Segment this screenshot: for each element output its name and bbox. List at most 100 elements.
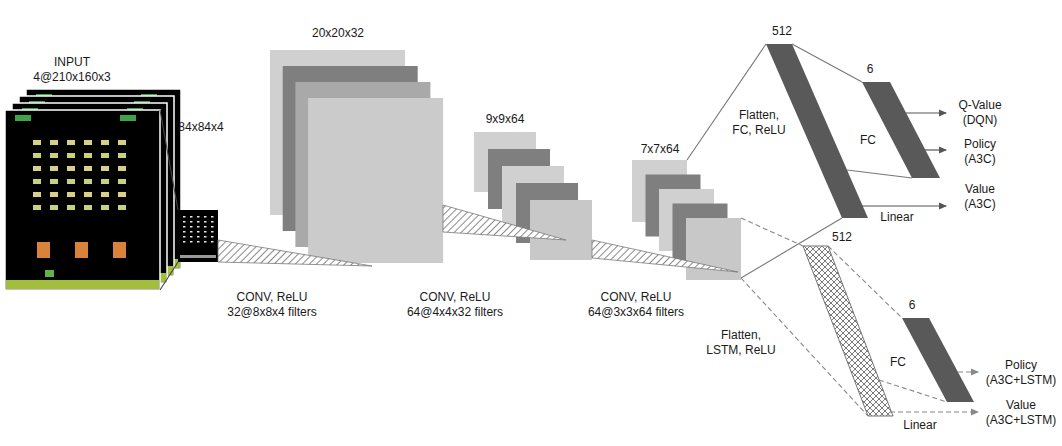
- pixel: [211, 231, 214, 233]
- pixel: [183, 216, 186, 218]
- alien: [101, 140, 109, 145]
- alien: [50, 166, 58, 171]
- layer-band: [902, 318, 974, 402]
- pixel: [183, 231, 186, 233]
- output-label: Q-Value (DQN): [950, 98, 1010, 128]
- alien: [50, 179, 58, 184]
- alien: [118, 153, 126, 158]
- pixel: [211, 226, 214, 228]
- conv-stack-shape: [262, 24, 448, 268]
- pixel: [190, 241, 193, 243]
- layer-dimension: INPUT 4@210x160x3: [22, 55, 122, 85]
- layer-dimension: 20x20x32: [298, 26, 378, 41]
- pixel: [190, 221, 193, 223]
- pixel: [183, 236, 186, 238]
- output-layer-shape: [850, 58, 946, 182]
- output-label: Value (A3C+LSTM): [982, 398, 1060, 428]
- alien: [33, 140, 41, 145]
- layer-dimension: 512: [762, 24, 802, 39]
- pixel: [211, 216, 214, 218]
- alien: [67, 166, 75, 171]
- alien: [118, 179, 126, 184]
- conv-stack: 20x20x32: [262, 24, 448, 268]
- output-arrow: [906, 112, 946, 113]
- pixel: [204, 221, 207, 223]
- output-label: Linear: [895, 418, 945, 433]
- layer-dimension: 6: [897, 298, 927, 313]
- alien: [118, 140, 126, 145]
- operation-label: Flatten, LSTM, ReLU: [705, 328, 777, 358]
- output-arrow: [925, 149, 946, 150]
- alien: [50, 192, 58, 197]
- alien: [84, 166, 92, 171]
- output-label: Value (A3C): [950, 182, 1010, 212]
- alien: [67, 179, 75, 184]
- conv-stack-shape: [468, 108, 596, 264]
- operation-label: FC: [855, 133, 881, 148]
- alien: [33, 192, 41, 197]
- alien: [33, 166, 41, 171]
- pixel: [190, 231, 193, 233]
- alien: [101, 192, 109, 197]
- pixel: [197, 241, 200, 243]
- pixel: [190, 216, 193, 218]
- game-frame: [5, 110, 160, 290]
- alien: [101, 153, 109, 158]
- operation-label: FC: [885, 355, 911, 370]
- layer-dimension: 9x9x64: [475, 112, 535, 127]
- small-frame: [178, 210, 218, 262]
- alien: [118, 205, 126, 210]
- alien: [67, 140, 75, 145]
- pixel: [183, 221, 186, 223]
- alien: [118, 192, 126, 197]
- operation-label: CONV, ReLU 32@8x8x4 filters: [213, 290, 331, 320]
- score: [120, 115, 136, 121]
- input-frames-shape: [0, 50, 190, 296]
- alien: [50, 140, 58, 145]
- pixel: [204, 231, 207, 233]
- player: [45, 270, 54, 277]
- alien: [101, 179, 109, 184]
- layer-dimension: 6: [855, 62, 885, 77]
- pixel: [211, 236, 214, 238]
- pixel: [180, 255, 216, 258]
- pixel: [190, 226, 193, 228]
- pixel: [204, 226, 207, 228]
- feature-map: [308, 98, 443, 263]
- output-layer: 6: [850, 58, 946, 182]
- lstm-layer: 512: [798, 226, 898, 420]
- operation-label: CONV, ReLU 64@3x3x64 filters: [577, 290, 695, 320]
- output-arrow: [890, 411, 978, 412]
- output-label: Linear: [872, 210, 922, 225]
- alien: [67, 153, 75, 158]
- lstm-layer-shape: [798, 226, 898, 420]
- score: [15, 115, 31, 121]
- output-arrow: [860, 205, 946, 206]
- pixel: [197, 216, 200, 218]
- layer-dimension: 512: [827, 230, 857, 245]
- alien: [50, 153, 58, 158]
- output-label: Policy (A3C): [950, 137, 1010, 167]
- feature-map: [686, 218, 741, 280]
- pixel: [211, 241, 214, 243]
- pixel: [204, 236, 207, 238]
- alien: [50, 205, 58, 210]
- pixel: [197, 226, 200, 228]
- pixel: [183, 241, 186, 243]
- output-arrow: [958, 371, 978, 372]
- pixel: [197, 231, 200, 233]
- pixel: [204, 216, 207, 218]
- shield: [37, 242, 50, 258]
- layer-band: [803, 246, 893, 416]
- alien: [84, 179, 92, 184]
- pixel: [197, 236, 200, 238]
- alien: [67, 205, 75, 210]
- output-layer: 6: [894, 296, 980, 406]
- pixel: [183, 226, 186, 228]
- alien: [33, 205, 41, 210]
- alien: [84, 205, 92, 210]
- pixel: [190, 236, 193, 238]
- output-layer-shape: [894, 296, 980, 406]
- alien: [33, 179, 41, 184]
